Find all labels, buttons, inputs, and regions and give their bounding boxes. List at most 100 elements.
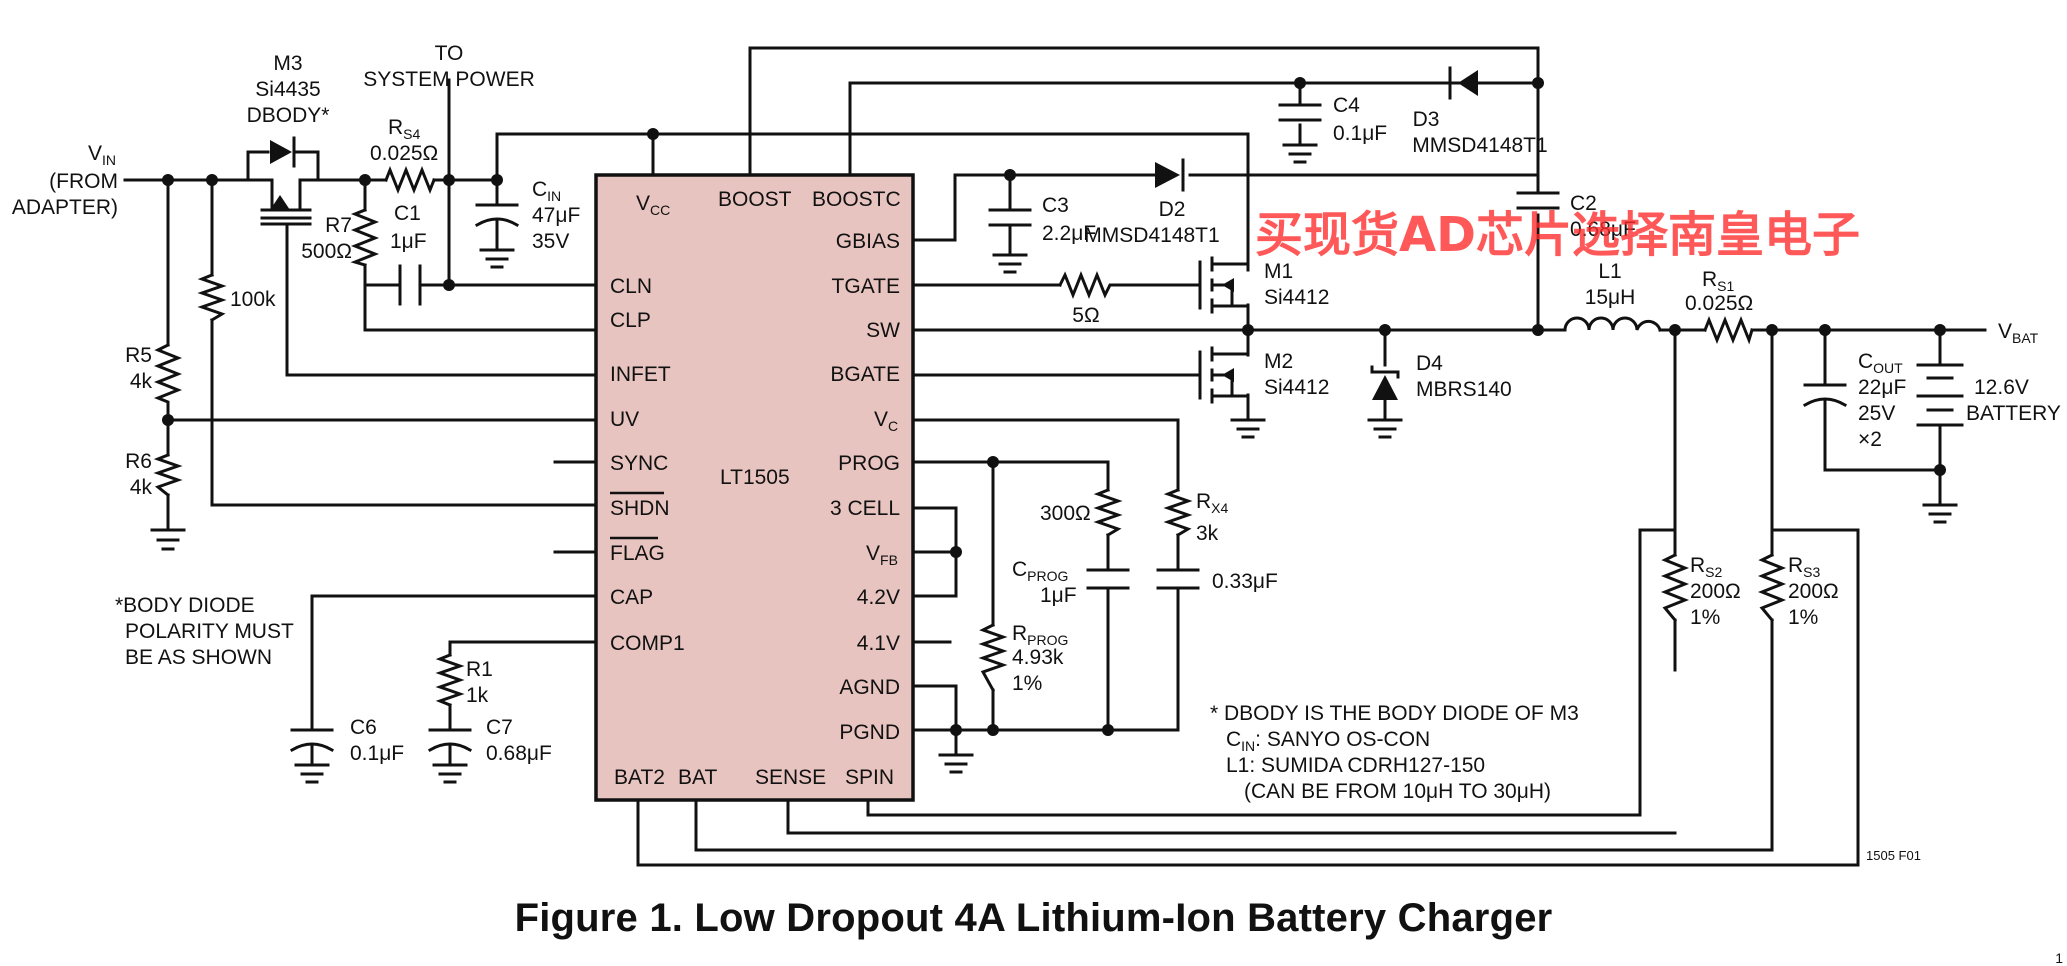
rs3-resistor — [1757, 552, 1787, 623]
rs1-name: RS1 — [1702, 268, 1735, 294]
pin-comp1: COMP1 — [610, 632, 685, 655]
r7-value: 500Ω — [301, 240, 352, 263]
battery-name: BATTERY — [1966, 402, 2061, 425]
gnd-r6 — [150, 528, 186, 551]
c4-value: 0.1μF — [1333, 122, 1387, 145]
pin-boost: BOOST — [718, 188, 792, 211]
d2-part: MMSD4148T1 — [1084, 224, 1219, 247]
c3-capacitor — [988, 208, 1032, 227]
rs3-name: RS3 — [1788, 554, 1821, 580]
r-gate-value: 5Ω — [1072, 304, 1099, 327]
cout-capacitor — [1802, 383, 1848, 408]
cin-name: CIN — [532, 178, 561, 204]
cin-capacitor — [474, 203, 520, 228]
r6-resistor — [153, 453, 183, 498]
r300-value: 300Ω — [1040, 502, 1091, 525]
cin-cap: 47μF — [532, 204, 580, 227]
c7-name: C7 — [486, 716, 513, 739]
c033-value: 0.33μF — [1212, 570, 1278, 593]
rs1-resistor — [1703, 315, 1754, 345]
pin-shdn: SHDN — [610, 497, 670, 520]
r6-value: 4k — [130, 476, 153, 499]
rs3-tolerance: 1% — [1788, 606, 1818, 629]
rs2-tolerance: 1% — [1690, 606, 1720, 629]
c1-value: 1μF — [390, 230, 427, 253]
pin-prog: PROG — [838, 452, 900, 475]
c2-name: C2 — [1570, 192, 1597, 215]
pin-sense: SENSE — [755, 766, 826, 789]
rprog-tolerance: 1% — [1012, 672, 1042, 695]
m1-mosfet — [1198, 256, 1250, 314]
d2-name: D2 — [1159, 198, 1186, 221]
ic-body — [594, 173, 915, 802]
rs2-name: RS2 — [1690, 554, 1723, 580]
m3-mosfet — [246, 136, 320, 226]
vin-label: VIN — [88, 142, 116, 168]
pin-sync: SYNC — [610, 452, 668, 475]
d3-diode — [1438, 66, 1540, 100]
m3-dbody: DBODY* — [247, 104, 330, 127]
gnd-battery — [1922, 503, 1958, 524]
r5-resistor — [153, 342, 183, 422]
rx4-value: 3k — [1196, 522, 1219, 545]
pin-uv: UV — [610, 408, 639, 431]
pin-vfb: VFB — [866, 542, 898, 568]
rs4-resistor — [384, 165, 436, 195]
d3-part: MMSD4148T1 — [1412, 134, 1547, 157]
pin-sw: SW — [866, 319, 900, 342]
c7-capacitor — [427, 728, 473, 753]
d3-name: D3 — [1413, 108, 1440, 131]
c4-capacitor — [1278, 103, 1322, 122]
wires — [123, 46, 1987, 867]
pin-4v1: 4.1V — [857, 632, 900, 655]
pin-cap: CAP — [610, 586, 653, 609]
pin-bat: BAT — [678, 766, 717, 789]
pin-agnd: AGND — [839, 676, 900, 699]
pin-boostc: BOOSTC — [812, 188, 901, 211]
r100k-resistor — [197, 273, 227, 323]
cprog-capacitor — [1086, 568, 1130, 590]
rprog-name: RPROG — [1012, 622, 1068, 648]
to-label: TO — [435, 42, 464, 65]
d4-name: D4 — [1416, 352, 1443, 375]
r1-resistor — [435, 653, 465, 707]
pin-infet: INFET — [610, 363, 671, 386]
pin-pgnd: PGND — [839, 721, 900, 744]
c3-value: 2.2μF — [1042, 222, 1096, 245]
r5-value: 4k — [130, 370, 153, 393]
c4-name: C4 — [1333, 94, 1360, 117]
gnd-c3 — [992, 253, 1028, 274]
c1-capacitor — [398, 264, 422, 306]
gnd-c7 — [432, 763, 468, 784]
junction-dots — [162, 77, 1946, 736]
page-number-fragment: 1 — [2055, 950, 2063, 966]
cout-name: COUT — [1858, 350, 1903, 376]
component-labels: VIN (FROM ADAPTER) M3 Si4435 DBODY* TO S… — [12, 42, 2061, 765]
pin-vcc: VCC — [636, 192, 670, 218]
pin-clp: CLP — [610, 309, 651, 332]
pin-flag: FLAG — [610, 542, 665, 565]
c1-name: C1 — [394, 202, 421, 225]
m2-part: Si4412 — [1264, 376, 1329, 399]
ground-symbols — [150, 143, 1958, 784]
gnd-c4 — [1282, 143, 1318, 164]
note-dbody: * DBODY IS THE BODY DIODE OF M3 — [1210, 702, 1579, 725]
watermark-text: 买现货AD芯片选择南皇电子 — [1255, 207, 1860, 263]
l1-inductor — [1563, 316, 1662, 332]
r1-value: 1k — [466, 684, 489, 707]
gnd-cin — [479, 248, 515, 269]
gnd-c6 — [294, 763, 330, 784]
gnd-m2 — [1230, 418, 1266, 439]
ic-name: LT1505 — [720, 466, 790, 489]
battery-symbol — [1916, 363, 1964, 427]
gnd-pgnd — [938, 753, 974, 774]
c3-name: C3 — [1042, 194, 1069, 217]
c6-value: 0.1μF — [350, 742, 404, 765]
body-diode-note-1: *BODY DIODE — [115, 594, 255, 617]
rs2-value: 200Ω — [1690, 580, 1741, 603]
pin-tgate: TGATE — [832, 275, 900, 298]
pin-bat2: BAT2 — [614, 766, 665, 789]
pin-gbias: GBIAS — [836, 230, 900, 253]
vin-from-label: (FROM — [49, 170, 118, 193]
